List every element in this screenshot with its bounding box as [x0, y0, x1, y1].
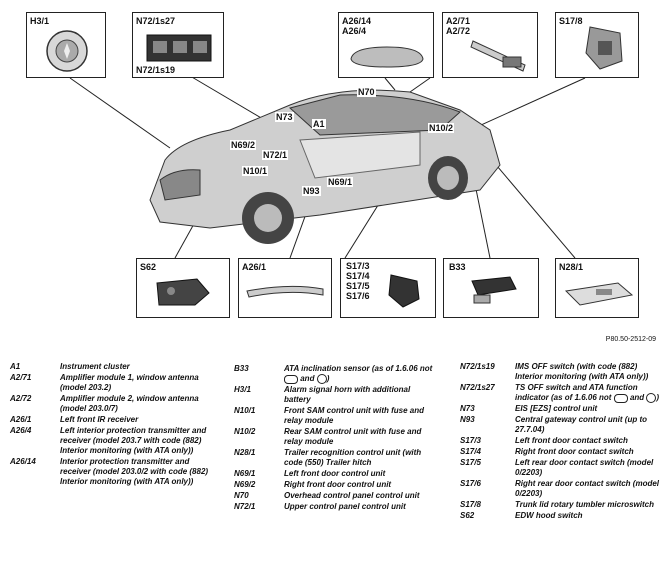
alarm-horn-image — [46, 30, 88, 72]
door-contact-switch-image — [388, 274, 420, 308]
inclination-sensor-image — [471, 276, 517, 304]
callout-n72-1: N72/1 — [262, 150, 289, 160]
diagram-graphics — [69, 69, 586, 259]
car-illustration — [149, 89, 501, 244]
component-box-h3-1: H3/1 — [26, 12, 106, 78]
callout-n10-1: N10/1 — [242, 166, 269, 176]
callout-n70: N70 — [357, 87, 376, 97]
component-box-s62: S62 — [136, 258, 230, 318]
emblem-icon — [613, 393, 628, 403]
component-box-a26-14: A26/14 A26/4 — [338, 12, 434, 78]
component-box-s17-3: S17/3 S17/4 S17/5 S17/6 — [340, 258, 436, 318]
callout-n69-2: N69/2 — [230, 140, 257, 150]
callout-a1: A1 — [312, 119, 326, 129]
callout-n73: N73 — [275, 112, 294, 122]
component-box-n28-1: N28/1 — [555, 258, 639, 318]
callout-n10-2: N10/2 — [428, 123, 455, 133]
component-box-s17-8: S17/8 — [555, 12, 639, 78]
control-panel-switch-image — [146, 34, 212, 62]
component-box-b33: B33 — [443, 258, 539, 318]
component-box-a26-1: A26/1 — [238, 258, 332, 318]
interior-protection-sensor-image — [350, 46, 424, 68]
trailer-control-unit-image — [564, 282, 634, 306]
key-icon — [646, 393, 657, 403]
component-box-a2-71: A2/71 A2/72 — [442, 12, 538, 78]
emblem-icon — [284, 374, 298, 384]
trunk-lid-microswitch-image — [585, 26, 623, 70]
callout-n93: N93 — [302, 186, 321, 196]
component-box-n72-1s27: N72/1s27 N72/1s19 — [132, 12, 224, 78]
hood-switch-image — [156, 278, 210, 306]
figure-id: P80.50-2512-09 — [605, 336, 656, 343]
callout-n69-1: N69/1 — [327, 177, 354, 187]
key-icon — [316, 374, 327, 384]
ir-receiver-handle-image — [246, 285, 324, 298]
amplifier-module-image — [470, 40, 526, 72]
